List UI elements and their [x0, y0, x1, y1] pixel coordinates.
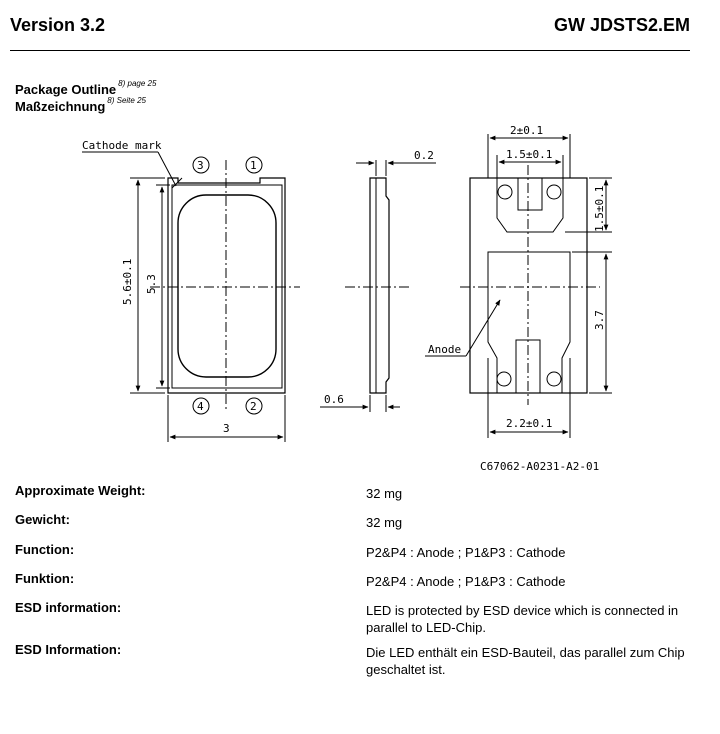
dim-height-inner: 5.3 [145, 274, 158, 294]
dim-side-depth: 0.6 [324, 393, 344, 406]
pin-1-label: 1 [250, 159, 257, 172]
esd-information-label: ESD information: [15, 600, 122, 615]
cathode-mark-label: Cathode mark [82, 139, 162, 152]
header-divider [10, 50, 690, 51]
package-outline-drawing: Cathode mark 3 1 4 2 5.6±0.1 5.3 3 0.2 0… [82, 124, 612, 473]
pin-2-label: 2 [250, 400, 257, 413]
drawing-number: C67062-A0231-A2-01 [480, 460, 599, 473]
version-label: Version 3.2 [10, 15, 106, 35]
dim-bottom-width: 2.2±0.1 [506, 417, 552, 430]
funktion-value: P2&P4 : Anode ; P1&P3 : Cathode [366, 574, 566, 589]
package-outline-ref-de: 8) Seite 25 [107, 96, 146, 105]
package-outline-title-de: Maßzeichnung [15, 99, 106, 114]
dim-thickness: 0.2 [414, 149, 434, 162]
weight-value: 32 mg [366, 486, 403, 501]
esd-information-de-label: ESD Information: [15, 642, 122, 657]
dim-height-tol: 5.6±0.1 [121, 259, 134, 305]
package-outline-title-en: Package Outline [15, 82, 117, 97]
package-outline-ref-en: 8) page 25 [118, 79, 157, 88]
gewicht-label: Gewicht: [15, 512, 70, 527]
gewicht-value: 32 mg [366, 515, 403, 530]
weight-label: Approximate Weight: [15, 483, 146, 498]
pin-4-label: 4 [197, 400, 204, 413]
funktion-label: Funktion: [15, 571, 75, 586]
side-view [320, 160, 436, 412]
pin-3-label: 3 [197, 159, 204, 172]
dim-top-inner: 1.5±0.1 [506, 148, 552, 161]
dim-pad-height: 1.5±0.1 [593, 186, 606, 232]
esd-information-de-value: Die LED enthält ein ESD-Bauteil, das par… [366, 645, 685, 677]
function-label: Function: [15, 542, 75, 557]
esd-information-value: LED is protected by ESD device which is … [366, 603, 679, 635]
anode-label: Anode [428, 343, 461, 356]
dim-top-outer: 2±0.1 [510, 124, 543, 137]
front-view [82, 151, 300, 442]
dim-width: 3 [223, 422, 230, 435]
function-value: P2&P4 : Anode ; P1&P3 : Cathode [366, 545, 566, 560]
dim-pad-length: 3.7 [593, 310, 606, 330]
product-code: GW JDSTS2.EM [553, 15, 690, 35]
bottom-view [425, 134, 612, 438]
